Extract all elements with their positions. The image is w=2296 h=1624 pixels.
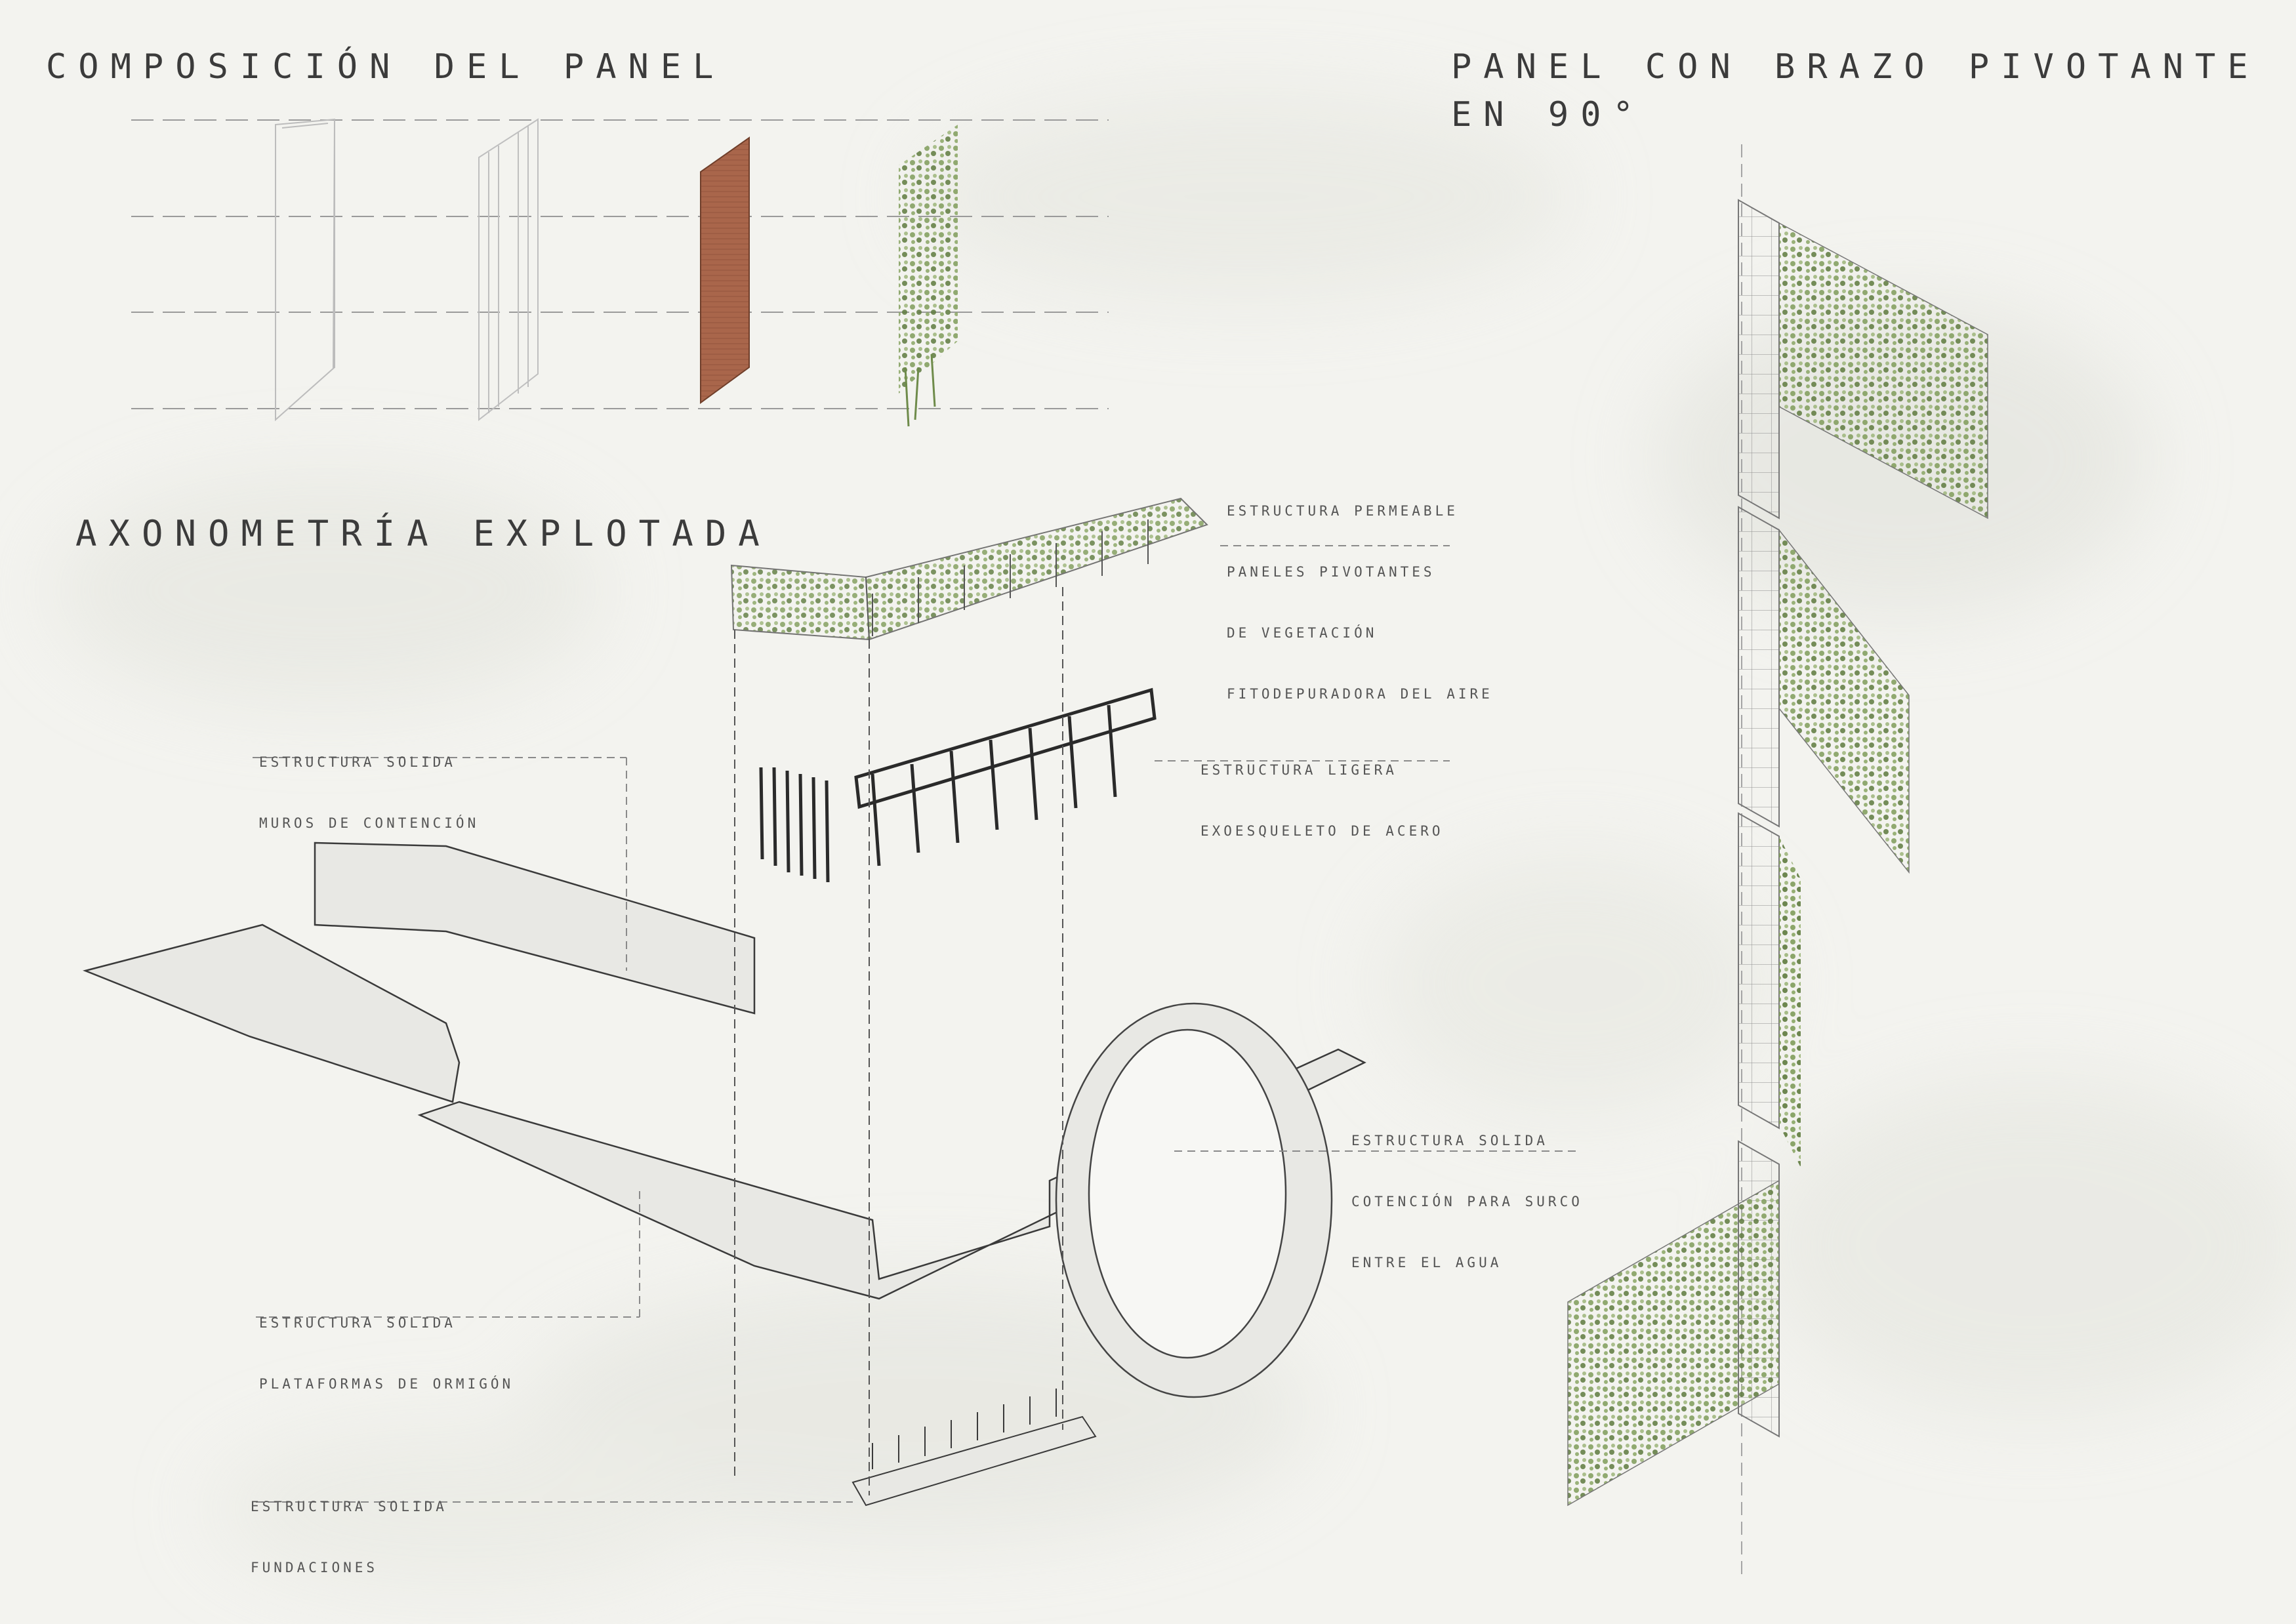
vegetated-canopy — [730, 497, 1208, 641]
label-water-line3: ENTRE EL AGUA — [1351, 1255, 1502, 1270]
pivot-panel-4 — [1567, 1140, 1780, 1507]
foundations — [851, 1389, 1097, 1507]
label-foundations: ESTRUCTURA SOLIDA FUNDACIONES — [251, 1456, 447, 1619]
label-permeable-line2: PANELES PIVOTANTES — [1227, 564, 1435, 580]
label-permeable-line1: ESTRUCTURA PERMEABLE — [1227, 503, 1458, 519]
label-light-line2: EXOESQUELETO DE ACERO — [1200, 823, 1444, 839]
pivot-panel-sequence — [1567, 144, 1988, 1574]
label-permeable-line3: DE VEGETACIÓN — [1227, 625, 1378, 641]
site-platforms — [82, 842, 1366, 1300]
label-platforms-line2: PLATAFORMAS DE ORMIGÓN — [259, 1376, 514, 1392]
label-foundations-line2: FUNDACIONES — [251, 1560, 379, 1575]
label-platforms-line1: ESTRUCTURA SOLIDA — [259, 1315, 456, 1331]
water-channel — [1055, 1002, 1333, 1398]
leader-lines — [253, 545, 1581, 1503]
projection-lines — [734, 587, 1063, 1495]
panel-frame-step — [275, 118, 335, 422]
panel-vegetation-step — [899, 125, 958, 427]
label-retaining-walls: ESTRUCTURA SOLIDA MUROS DE CONTENCIÓN — [259, 712, 479, 874]
label-permeable-line4: FITODEPURADORA DEL AIRE — [1227, 686, 1493, 702]
label-light-line1: ESTRUCTURA LIGERA — [1200, 762, 1397, 778]
pivot-title-line1: PANEL CON BRAZO PIVOTANTE — [1451, 47, 2260, 87]
steel-exoskeleton — [759, 687, 1157, 883]
label-water-line1: ESTRUCTURA SOLIDA — [1351, 1133, 1548, 1148]
label-permeable-structure: ESTRUCTURA PERMEABLE PANELES PIVOTANTES … — [1227, 460, 1493, 745]
panel-mesh-step — [478, 118, 539, 422]
label-concrete-platforms: ESTRUCTURA SOLIDA PLATAFORMAS DE ORMIGÓN — [259, 1272, 514, 1435]
label-water-containment: ESTRUCTURA SOLIDA COTENCIÓN PARA SURCO E… — [1351, 1090, 1583, 1314]
label-water-line2: COTENCIÓN PARA SURCO — [1351, 1194, 1583, 1209]
panel-brick-step — [700, 136, 750, 404]
label-retaining-line1: ESTRUCTURA SOLIDA — [259, 754, 456, 770]
label-light-structure: ESTRUCTURA LIGERA EXOESQUELETO DE ACERO — [1200, 720, 1444, 882]
pivot-panel-3 — [1738, 812, 1801, 1167]
pivot-panel-2 — [1738, 506, 1910, 874]
composition-guides — [131, 119, 1109, 409]
pivot-panel-1 — [1738, 199, 1988, 519]
label-foundations-line1: ESTRUCTURA SOLIDA — [251, 1499, 447, 1514]
label-retaining-line2: MUROS DE CONTENCIÓN — [259, 815, 480, 831]
pivot-title-line2: EN 90° — [1451, 95, 1645, 134]
composition-title: COMPOSICIÓN DEL PANEL — [46, 47, 726, 87]
axonometry-title: AXONOMETRÍA EXPLOTADA — [75, 513, 771, 554]
